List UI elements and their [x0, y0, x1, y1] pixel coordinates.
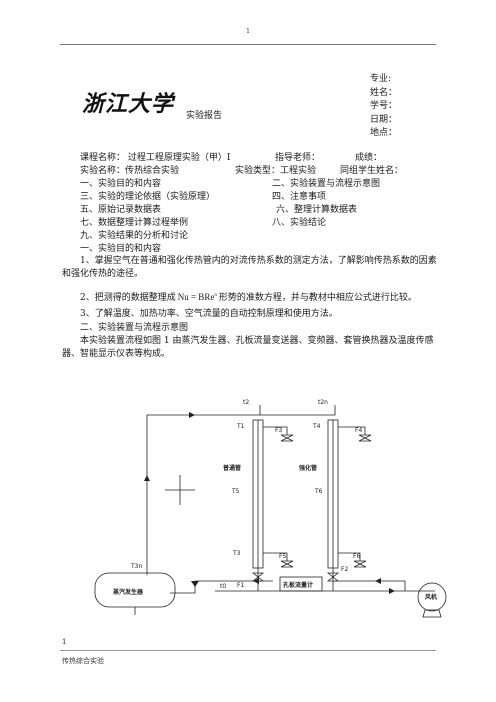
f4-branch — [338, 426, 366, 435]
label-steam-generator: 蒸汽发生器 — [113, 588, 144, 596]
para-2-tail: 形势的准数方程，并与教材中相应公式进行比较。 — [218, 293, 417, 303]
label-fan: 风机 — [425, 593, 437, 601]
label-t3: T3 — [232, 550, 241, 557]
flowmeter-box — [279, 576, 323, 592]
label-f5: F5 — [279, 553, 286, 560]
label-f1: F1 — [237, 582, 244, 589]
valve-f2 — [326, 572, 340, 582]
f6-branch — [338, 552, 361, 561]
label-t5: T5 — [231, 488, 240, 495]
flow-arrow-2 — [144, 475, 150, 481]
report-label: 实验报告 — [186, 111, 223, 121]
meta-location: 地点： — [370, 128, 398, 138]
label-f6: F6 — [353, 553, 360, 560]
valve-f1 — [251, 572, 265, 582]
toc-item-3: 三、实验的理论依据（实验原理） — [80, 192, 216, 202]
meta-major: 专业: — [370, 74, 392, 84]
air-inlet-line — [335, 580, 406, 591]
toc-item-8: 八、实验结论 — [272, 218, 327, 228]
label-f3: F3 — [275, 427, 282, 434]
label-flowmeter: 孔板流量计 — [283, 581, 313, 589]
section1-para-3: 3、了解温度、加热功率、空气流量的自动控制原理和使用方法。 — [80, 309, 338, 319]
flow-arrow-4 — [375, 578, 381, 584]
label-t3n: T3n — [130, 563, 142, 570]
meta-student-id: 学号： — [370, 101, 398, 111]
footer-rule — [60, 650, 436, 651]
label-t4: T4 — [312, 423, 321, 430]
flow-arrow-5 — [389, 588, 395, 594]
flow-arrow-1 — [189, 412, 195, 418]
toc-item-2: 二、实验装置与流程示意图 — [272, 179, 381, 189]
student-meta-block: 专业: 姓名： 学号： 日期： 地点： — [370, 73, 397, 141]
toc-item-1: 一、实验目的和内容 — [80, 179, 162, 189]
toc-item-7: 七、数据整理计算过程举例 — [80, 218, 189, 228]
label-t2n: t2n — [318, 399, 328, 406]
experiment-name: 实验名称：传热综合实验 — [80, 166, 180, 176]
meta-date: 日期： — [370, 114, 398, 125]
valve-f3 — [280, 434, 294, 442]
experiment-type: 实验类型：工程实验 — [235, 166, 317, 176]
para-2-lead: 2、把测得的数据整理成 — [80, 293, 176, 303]
label-f4: F4 — [355, 427, 362, 434]
section2-para-1: 本实验装置流程如图 1 由蒸汽发生器、孔板流量变送器、变频器、套管换热器及温度传… — [62, 336, 434, 359]
partner-names: 同组学生姓名： — [340, 166, 404, 176]
f5-branch — [263, 552, 288, 561]
header-page-number: 1 — [246, 28, 250, 35]
fan-base — [422, 609, 442, 618]
f3-branch — [263, 426, 288, 435]
toc-item-5: 五、原始记录数据表 — [80, 205, 162, 215]
valve-f4 — [358, 434, 372, 442]
formula-base: Nu = BRe — [177, 292, 215, 302]
section1-heading: 一、实验目的和内容 — [80, 244, 162, 254]
cross-marker — [165, 475, 195, 505]
header-rule — [60, 44, 436, 45]
footer-page-number: 1 — [62, 638, 67, 646]
footer-text: 传热综合实验 — [62, 657, 104, 665]
score: 成绩： — [355, 153, 383, 163]
advisor: 指导老师： — [275, 153, 321, 163]
course-name: 课程名称： 过程工程原理实验（甲）I — [80, 153, 231, 163]
steam-supply-pipe — [146, 414, 260, 575]
label-t1: T1 — [236, 423, 245, 430]
label-enhanced-tube: 强化管 — [299, 464, 317, 472]
university-logo: 浙江大学 — [82, 91, 176, 116]
label-plain-tube: 普通管 — [223, 464, 241, 472]
logo-calligraphy: 浙江大学 — [82, 91, 176, 116]
valve-f6 — [353, 560, 367, 568]
section2-heading: 二、实验装置与流程示意图 — [80, 323, 189, 333]
fan-casing — [417, 582, 447, 612]
valve-f5 — [280, 560, 294, 568]
nusselt-formula: Nu = BRen — [178, 290, 217, 303]
section1-para-1: 1、掌握空气在普通和强化传热管内的对流传热系数的测定方法，了解影响传热系数的因素… — [62, 256, 437, 279]
label-t0: t0 — [220, 583, 226, 590]
flow-arrow-3 — [191, 581, 199, 587]
apparatus-diagram: t2 t2n T1 T4 T5 T6 T3 T3n F1 F2 F3 F4 F5… — [94, 399, 447, 618]
toc-item-4: 四、注意事项 — [272, 192, 327, 202]
toc-item-9: 九、实验结果的分析和讨论 — [80, 231, 189, 241]
meta-name: 姓名： — [370, 87, 398, 98]
label-f2: F2 — [341, 566, 348, 573]
top-header-pipe — [259, 405, 336, 416]
toc-item-6: 六、整理计算数据表 — [276, 205, 358, 215]
label-t6: T6 — [314, 488, 323, 495]
label-t2: t2 — [243, 399, 249, 406]
formula-exponent: n — [214, 293, 217, 298]
